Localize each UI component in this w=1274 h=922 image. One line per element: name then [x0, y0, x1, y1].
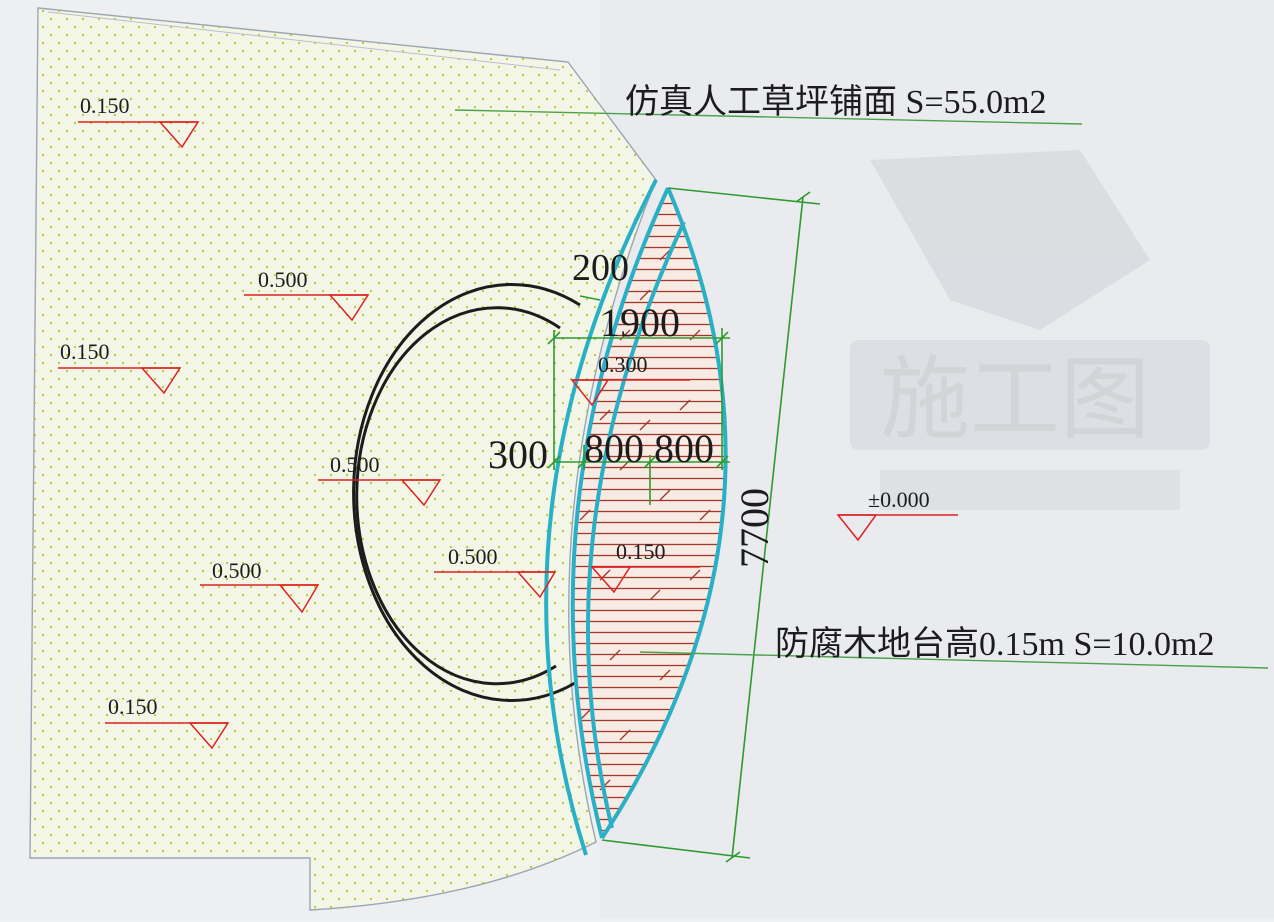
dimension-200: 200 — [572, 247, 629, 289]
elevation-deck-upper: 0.300 — [570, 352, 690, 407]
dimension-800-b: 800 — [654, 426, 714, 471]
svg-text:0.150: 0.150 — [60, 339, 110, 364]
svg-text:0.150: 0.150 — [80, 93, 130, 118]
elevation-ring-center: 0.500 — [318, 452, 442, 507]
elevation-turf-mid-left: 0.150 — [58, 339, 182, 395]
svg-text:0.500: 0.500 — [212, 558, 262, 583]
dimension-1900: 1900 — [600, 300, 680, 345]
turf-label: 仿真人工草坪铺面 S=55.0m2 — [625, 83, 1047, 121]
svg-text:±0.000: ±0.000 — [868, 487, 930, 512]
turf-leader — [454, 109, 1083, 125]
curb-edges — [544, 179, 728, 856]
watermark-logo: 施工图 — [850, 150, 1210, 510]
elevation-ring-lower-left: 0.500 — [200, 558, 320, 614]
circular-planter — [352, 282, 581, 702]
elevation-ring-lower-right: 0.500 — [434, 544, 557, 599]
elevation-deck-lower: 0.150 — [590, 539, 700, 594]
dimension-300: 300 — [488, 432, 548, 477]
elevation-turf-top-left: 0.150 — [78, 93, 200, 149]
svg-text:0.500: 0.500 — [258, 267, 308, 292]
svg-text:0.500: 0.500 — [330, 452, 380, 477]
deck-leader — [639, 651, 1269, 669]
elevation-turf-bottom-left: 0.150 — [105, 694, 230, 750]
dimension-7700: 7700 — [732, 488, 777, 568]
dimension-800-a: 800 — [584, 426, 644, 471]
watermark-text: 施工图 — [880, 351, 1150, 450]
svg-text:0.500: 0.500 — [448, 544, 498, 569]
elevation-ground: ±0.000 — [836, 487, 958, 542]
svg-text:0.150: 0.150 — [616, 539, 666, 564]
deck-label: 防腐木地台高0.15m S=10.0m2 — [775, 625, 1214, 663]
svg-text:0.300: 0.300 — [598, 352, 648, 377]
elevation-ring-top: 0.500 — [244, 267, 370, 322]
svg-text:0.150: 0.150 — [108, 694, 158, 719]
